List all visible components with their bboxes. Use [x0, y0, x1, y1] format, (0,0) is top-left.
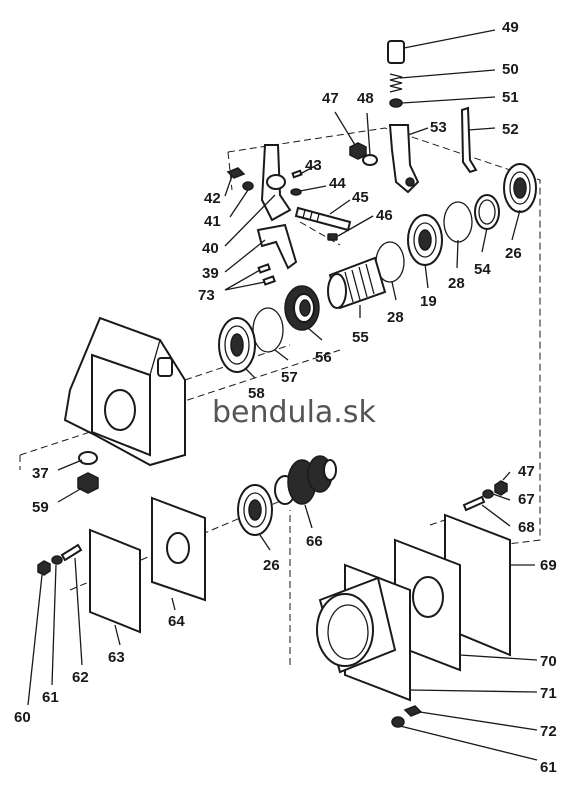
part-61-washer-lower	[391, 716, 405, 728]
label-68: 68	[518, 519, 535, 536]
part-52-shift-rod	[460, 106, 478, 174]
label-64: 64	[168, 613, 185, 630]
part-43-key	[291, 169, 303, 179]
part-51-washer	[389, 98, 403, 108]
part-39-fork	[256, 223, 298, 270]
part-55-splined-sleeve	[327, 256, 387, 310]
part-41-washer	[242, 181, 254, 191]
part-70-gasket	[394, 538, 461, 672]
part-44-ring	[290, 188, 302, 196]
label-53: 53	[430, 119, 447, 136]
part-66-gear-shaft	[274, 455, 337, 505]
label-66: 66	[306, 533, 323, 550]
part-57-ring	[252, 307, 284, 353]
label-39: 39	[202, 265, 219, 282]
label-61-left: 61	[42, 689, 59, 706]
label-72: 72	[540, 723, 557, 740]
part-56-gear	[284, 285, 320, 331]
part-68-stud	[462, 495, 486, 512]
label-50: 50	[502, 61, 519, 78]
part-72-bolt	[403, 705, 423, 717]
label-28-top: 28	[448, 275, 465, 292]
label-43: 43	[305, 157, 322, 174]
part-71-flange-housing	[316, 563, 411, 702]
part-59-nut	[77, 472, 99, 494]
label-58: 58	[248, 385, 265, 402]
part-49-pin	[387, 40, 405, 64]
label-67: 67	[518, 491, 535, 508]
label-59: 59	[32, 499, 49, 516]
label-61-right: 61	[540, 759, 557, 776]
label-54: 54	[474, 261, 491, 278]
part-47-nut-right	[494, 480, 508, 496]
part-63-cover-plate	[89, 528, 141, 634]
part-62-stud	[60, 543, 83, 562]
label-60: 60	[14, 709, 31, 726]
label-41: 41	[204, 213, 221, 230]
label-45: 45	[352, 189, 369, 206]
label-51: 51	[502, 89, 519, 106]
label-63: 63	[108, 649, 125, 666]
label-62: 62	[72, 669, 89, 686]
label-37: 37	[32, 465, 49, 482]
part-45-shift-shaft	[294, 206, 352, 232]
label-42: 42	[204, 190, 221, 207]
label-46: 46	[376, 207, 393, 224]
part-73-pins	[257, 263, 277, 286]
part-64-gasket	[151, 496, 206, 602]
part-60-nut	[37, 560, 51, 576]
part-46-pin	[327, 233, 338, 241]
label-69: 69	[540, 557, 557, 574]
label-19: 19	[420, 293, 437, 310]
label-55: 55	[352, 329, 369, 346]
part-50-spring	[389, 73, 403, 93]
label-44: 44	[329, 175, 346, 192]
part-48-washer	[362, 154, 378, 166]
part-26-bearing-lower	[237, 484, 273, 536]
label-49: 49	[502, 19, 519, 36]
label-26-lower: 26	[263, 557, 280, 574]
label-56: 56	[315, 349, 332, 366]
label-26-top: 26	[505, 245, 522, 262]
part-labels: 49 50 51 52 53 47 48 42 43 44 45 46 41 4…	[14, 19, 557, 776]
label-52: 52	[502, 121, 519, 138]
part-67-washer	[482, 489, 494, 499]
watermark: bendula.sk	[212, 395, 376, 430]
label-57: 57	[281, 369, 298, 386]
part-53-lever	[388, 124, 420, 194]
part-26-bearing	[503, 163, 537, 213]
label-70: 70	[540, 653, 557, 670]
part-54-ring	[474, 194, 500, 230]
gearbox-housing	[63, 316, 186, 467]
part-58-bearing	[218, 317, 256, 373]
label-47-right: 47	[518, 463, 535, 480]
part-61-washer	[51, 555, 63, 565]
part-40-shift-fork	[260, 144, 292, 222]
label-71: 71	[540, 685, 557, 702]
label-40: 40	[202, 240, 219, 257]
label-73: 73	[198, 287, 215, 304]
label-47-top: 47	[322, 90, 339, 107]
part-37-washer	[78, 451, 98, 465]
label-28-lower: 28	[387, 309, 404, 326]
label-48: 48	[357, 90, 374, 107]
part-19-bearing	[407, 214, 443, 266]
leader-lines	[27, 29, 538, 761]
part-28-snap-ring	[443, 201, 473, 243]
